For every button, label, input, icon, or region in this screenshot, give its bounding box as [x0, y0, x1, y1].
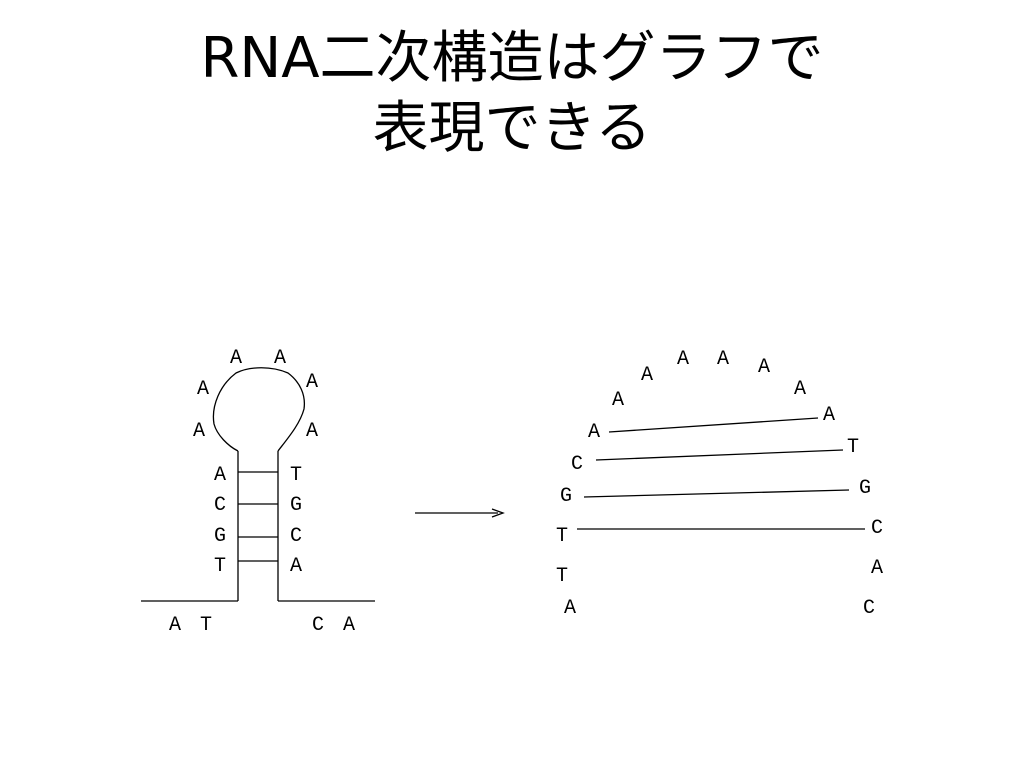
pair-edge	[608, 417, 819, 433]
arc-base: A	[717, 348, 729, 371]
arc-base: A	[677, 348, 689, 371]
pair-edge	[583, 489, 850, 498]
arc-base: C	[871, 517, 883, 540]
loop-base: A	[197, 378, 209, 401]
stem-left-base: G	[214, 525, 226, 548]
loop-base: A	[306, 420, 318, 443]
arc-base: T	[847, 436, 859, 459]
stem-left-base: T	[214, 555, 226, 578]
stem-right-base: G	[290, 494, 302, 517]
arc-base: T	[556, 565, 568, 588]
graph-representation: A T T G C A A A A A A A A T G C A C	[556, 348, 883, 620]
stem-left-base: A	[214, 464, 226, 487]
stem-right-base: A	[290, 555, 302, 578]
tail-left-base: A	[169, 614, 181, 637]
arc-base: A	[823, 404, 835, 427]
arc-base: A	[641, 364, 653, 387]
arc-base: G	[560, 485, 572, 508]
transform-arrow	[415, 508, 505, 518]
arc-base: G	[859, 477, 871, 500]
tail-right-base: C	[312, 614, 324, 637]
stem-loop-structure: A A A A A A A C G T T G C A A T C A	[141, 347, 375, 637]
arc-base: C	[863, 597, 875, 620]
loop-base: A	[274, 347, 286, 370]
title-line-1: RNA二次構造はグラフで	[200, 26, 824, 91]
arc-base: A	[612, 389, 624, 412]
arrow-head	[491, 508, 505, 518]
slide-title: RNA二次構造はグラフで 表現できる	[0, 24, 1024, 164]
hairpin-loop-outline	[212, 367, 306, 452]
tail-left-base: T	[200, 614, 212, 637]
pair-edge	[595, 449, 844, 461]
loop-base: A	[193, 420, 205, 443]
tail-right-base: A	[343, 614, 355, 637]
arc-base: A	[588, 421, 600, 444]
arc-base: T	[556, 525, 568, 548]
loop-base: A	[306, 371, 318, 394]
title-line-2: 表現できる	[372, 96, 652, 161]
arc-base: A	[794, 378, 806, 401]
loop-base: A	[230, 347, 242, 370]
stem-right-base: C	[290, 525, 302, 548]
stem-left-base: C	[214, 494, 226, 517]
arc-base: A	[758, 356, 770, 379]
stem-right-base: T	[290, 464, 302, 487]
arc-base: A	[564, 597, 576, 620]
arc-base: C	[571, 453, 583, 476]
arc-base: A	[871, 557, 883, 580]
